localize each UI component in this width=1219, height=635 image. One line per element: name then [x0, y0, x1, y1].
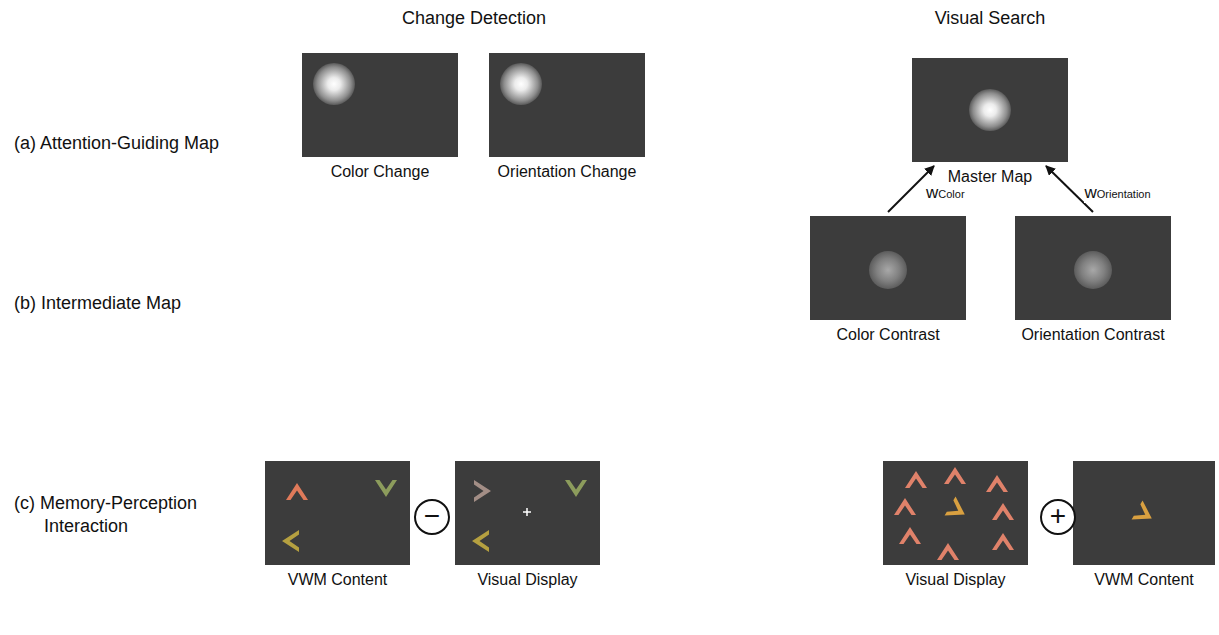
map-panel: Master Map — [912, 58, 1068, 162]
panel-caption: Orientation Change — [498, 163, 637, 181]
chevron-stimuli — [282, 467, 1157, 560]
operator-circle: − — [414, 499, 450, 535]
weight-label: wOrientation — [1084, 183, 1152, 203]
attention-blob — [313, 63, 1112, 289]
panel-caption: Color Change — [331, 163, 430, 181]
panel-caption: Orientation Contrast — [1021, 326, 1164, 344]
map-panel: VWM Content — [265, 461, 410, 565]
panel-caption: Visual Display — [905, 571, 1005, 589]
weight-label: wColor — [925, 183, 966, 203]
panel-caption: VWM Content — [288, 571, 388, 589]
operator-symbol: + — [1050, 502, 1066, 530]
map-panel: Visual Display — [455, 461, 600, 565]
map-panel: Visual Display — [883, 461, 1028, 565]
column-heading: Change Detection — [402, 8, 546, 29]
panel-caption: VWM Content — [1094, 571, 1194, 589]
map-panel: Orientation Change — [489, 53, 645, 157]
map-panel: VWM Content — [1073, 461, 1215, 565]
row-label: (a) Attention-Guiding Map — [14, 133, 219, 154]
panel-caption: Visual Display — [477, 571, 577, 589]
map-panel: Color Contrast — [810, 216, 966, 320]
row-label: (b) Intermediate Map — [14, 293, 181, 314]
panel-ground — [265, 53, 1215, 565]
map-panel: Orientation Contrast — [1015, 216, 1171, 320]
column-heading: Visual Search — [935, 8, 1046, 29]
panel-caption: Color Contrast — [836, 326, 939, 344]
row-label: (c) Memory-Perception Interaction — [14, 492, 234, 538]
operator-circle: + — [1040, 499, 1076, 535]
operator-symbol: − — [424, 502, 440, 530]
map-panel: Color Change — [302, 53, 458, 157]
